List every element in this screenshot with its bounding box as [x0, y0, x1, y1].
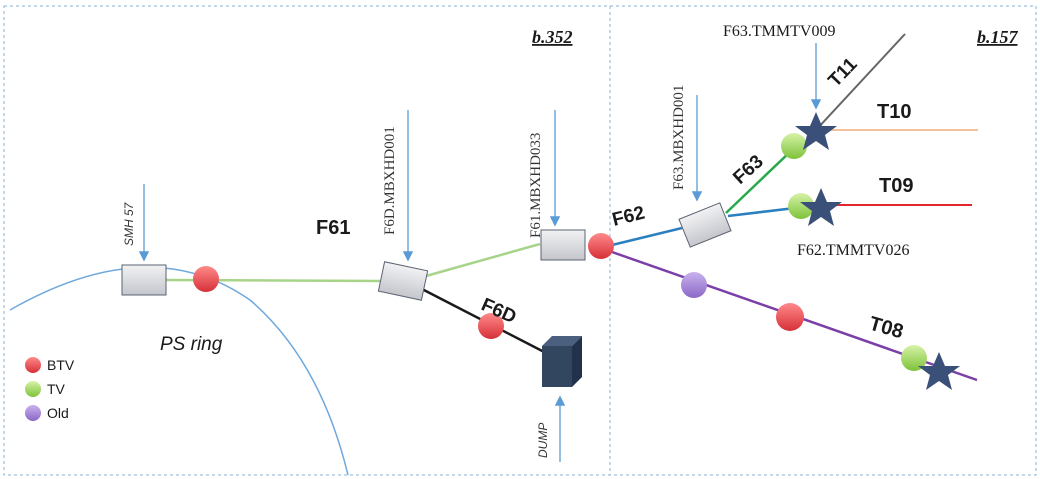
label-t10: T10 [877, 101, 911, 123]
legend: BTV TV Old [25, 357, 75, 421]
legend-label-btv: BTV [47, 357, 75, 373]
f61-mbxhd033-magnet [540, 229, 586, 261]
label-dump: DUMP [536, 423, 550, 458]
f6d-mbxhd001-magnet [377, 261, 429, 301]
label-smh57: SMH 57 [122, 201, 136, 246]
f62-tail-line [727, 206, 796, 218]
btv-screen-smh57 [193, 266, 219, 292]
f62-line [611, 226, 683, 247]
btv-screen-f62 [588, 233, 614, 259]
label-f61-mbxhd033: F61.MBXHD033 [528, 133, 544, 238]
target-star-t10 [795, 112, 837, 150]
t11-line [815, 33, 906, 131]
label-t09: T09 [879, 175, 913, 197]
tv-screen-f63-tmmtv009 [781, 133, 807, 159]
label-f63: F63 [729, 151, 767, 189]
building-label-b157: b.157 [977, 27, 1019, 47]
legend-swatch-old [25, 405, 41, 421]
f63-line [725, 149, 793, 214]
frame-border [3, 5, 1037, 476]
label-f62: F62 [610, 203, 647, 231]
smh57-magnet [121, 264, 167, 296]
btv-screen-t08 [776, 303, 804, 331]
target-star-t09 [800, 188, 842, 226]
label-f61: F61 [316, 217, 350, 239]
f61-line-b [425, 242, 541, 278]
dump-block [542, 336, 582, 387]
btv-screen-f6d [478, 313, 504, 339]
tv-screen-t08 [901, 345, 927, 371]
label-t08: T08 [867, 313, 906, 344]
label-f63-tmmtv009: F63.TMMTV009 [723, 23, 835, 40]
legend-label-old: Old [47, 405, 69, 421]
legend-swatch-btv [25, 357, 41, 373]
tv-screen-f62-tmmtv026 [788, 193, 814, 219]
legend-label-tv: TV [47, 381, 66, 397]
label-ps-ring: PS ring [160, 334, 223, 355]
label-f6d-mbxhd001: F6D.MBXHD001 [382, 126, 398, 235]
label-f62-tmmtv026: F62.TMMTV026 [797, 242, 909, 259]
label-f63-mbxhd001: F63.MBXHD001 [671, 85, 687, 190]
f63-mbxhd001-magnet [678, 202, 732, 248]
legend-swatch-tv [25, 381, 41, 397]
target-star-t08 [918, 352, 960, 390]
ps-ring-arc [9, 266, 349, 476]
old-screen-t08 [681, 272, 707, 298]
building-label-b352: b.352 [532, 27, 573, 47]
